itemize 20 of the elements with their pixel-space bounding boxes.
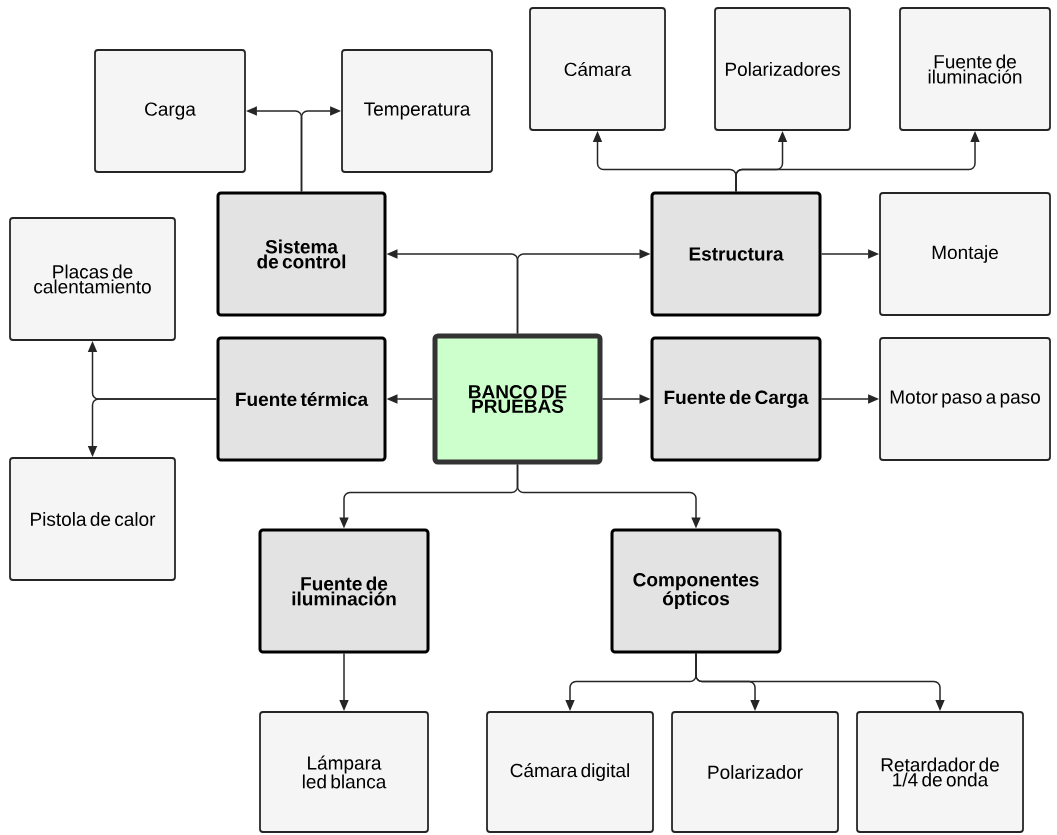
category-box: Fuente de iluminación [258, 528, 430, 654]
category-box: Fuente térmica [216, 336, 387, 462]
central-box: BANCO DE PRUEBAS [432, 333, 603, 465]
leaf-box: Lámpara led blanca [259, 711, 429, 833]
category-box: Fuente de Carga [650, 336, 822, 462]
leaf-box: Retardador de 1/4 de onda [856, 711, 1024, 833]
leaf-box: Motor paso a paso [879, 337, 1051, 461]
leaf-box: Fuente de iluminación [899, 7, 1051, 131]
leaf-box: Polarizador [671, 711, 839, 833]
category-box: Sistema de control [216, 191, 387, 317]
leaf-box: Pistola de calor [9, 457, 176, 581]
leaf-box: Temperatura [341, 49, 493, 173]
leaf-box: Cámara [529, 7, 666, 131]
category-box: Estructura [650, 191, 822, 317]
leaf-box: Montaje [879, 192, 1051, 316]
category-box: Componentes ópticos [610, 528, 782, 654]
leaf-box: Cámara digital [486, 711, 654, 833]
leaf-box: Polarizadores [714, 7, 851, 131]
leaf-box: Carga [94, 49, 246, 173]
leaf-box: Placas de calentamiento [9, 217, 176, 341]
